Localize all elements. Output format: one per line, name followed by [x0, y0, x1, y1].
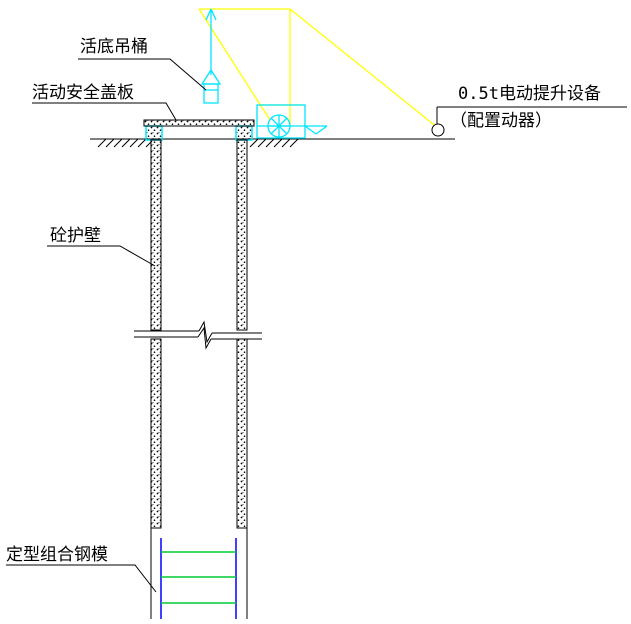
- electric-winch: [256, 104, 328, 139]
- label-wall: 砼护壁: [50, 226, 101, 246]
- bucket-rope: [205, 8, 217, 75]
- ground-line: [90, 138, 455, 148]
- label-hoist-line1: 0.5t电动提升设备: [458, 84, 601, 104]
- anchor-pulley: [431, 123, 445, 137]
- left-collar: [145, 125, 163, 141]
- label-cover: 活动安全盖板: [32, 83, 134, 103]
- concrete-wall-left-lower: [150, 338, 162, 529]
- gantry-frame: [198, 8, 439, 129]
- concrete-wall-left-upper: [150, 139, 162, 331]
- concrete-wall-right-upper: [236, 139, 248, 331]
- bottom-opening-bucket: [200, 68, 222, 104]
- label-bucket: 活底吊桶: [80, 37, 148, 57]
- concrete-wall-right-lower: [236, 338, 248, 529]
- shaft-bottom: [150, 528, 248, 619]
- safety-cover-plate: [143, 119, 255, 127]
- label-formwork: 定型组合钢模: [6, 545, 108, 565]
- steel-formwork: [160, 538, 237, 619]
- leader-lines: [6, 58, 627, 593]
- label-hoist-line2: （配置动器）: [450, 111, 552, 131]
- right-collar: [235, 125, 253, 141]
